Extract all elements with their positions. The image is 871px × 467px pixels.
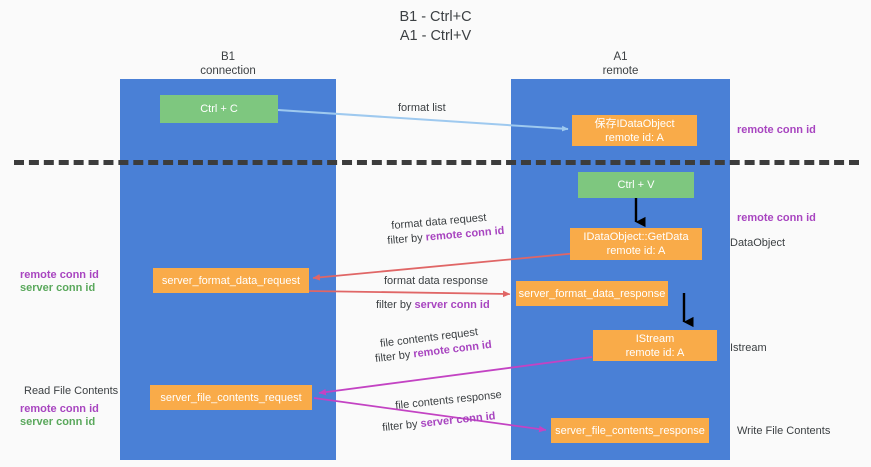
- side-label-istream: Istream: [730, 342, 767, 354]
- node-idataobject-getdata-line-2: remote id: A: [606, 245, 666, 257]
- node-idataobject-getdata-line-1: IDataObject::GetData: [583, 231, 689, 243]
- node-server-file-contents-response[interactable]: server_file_contents_response: [551, 418, 709, 443]
- node-ctrl-v-line-1: Ctrl + V: [617, 179, 655, 191]
- side-label-remote-conn-id-left-bottom: remote conn id: [20, 403, 99, 415]
- node-server-format-data-response[interactable]: server_format_data_response: [516, 281, 668, 306]
- node-ctrl-c-line-1: Ctrl + C: [200, 103, 238, 115]
- node-server-file-contents-response-label: server_file_contents_response: [555, 424, 705, 437]
- diagram-title-line-2: A1 - Ctrl+V: [399, 28, 472, 44]
- filter-by-text-4: filter by: [381, 418, 422, 435]
- side-label-write-file-contents: Write File Contents: [737, 425, 831, 437]
- side-label-server-conn-id-left-mid: server conn id: [20, 282, 96, 294]
- phase-divider: [14, 160, 859, 165]
- lane-header-a1-line-2: remote: [602, 65, 639, 77]
- filter-by-text-1: filter by: [386, 231, 427, 248]
- side-label-remote-conn-id-top: remote conn id: [737, 124, 816, 136]
- node-server-format-data-response-label: server_format_data_response: [518, 287, 666, 300]
- node-server-format-data-request-label: server_format_data_request: [161, 274, 301, 287]
- node-idataobject-getdata[interactable]: IDataObject::GetData remote id: A: [570, 228, 702, 260]
- server-conn-id-text-2: server conn id: [414, 299, 490, 311]
- arrow-format-data-response: [307, 290, 511, 298]
- edge-label-format-list: format list: [398, 102, 446, 114]
- node-save-idataobject-line-2: remote id: A: [605, 131, 664, 144]
- filter-by-text-2: filter by: [376, 299, 415, 311]
- node-istream-line-1: IStream: [635, 332, 675, 345]
- node-save-idataobject[interactable]: 保存IDataObject remote id: A: [572, 115, 697, 146]
- lane-header-b1-line-1: B1: [220, 51, 236, 63]
- side-label-remote-conn-id-left-mid: remote conn id: [20, 269, 99, 281]
- side-label-read-file-contents: Read File Contents: [24, 385, 119, 397]
- lane-header-b1-line-2: connection: [200, 65, 256, 77]
- server-conn-id-text-4: server conn id: [419, 410, 496, 430]
- node-save-idataobject-line-1: 保存IDataObject: [594, 117, 675, 130]
- node-server-file-contents-request-label: server_file_contents_request: [160, 391, 302, 404]
- side-label-remote-conn-id-mid: remote conn id: [737, 212, 816, 224]
- node-istream[interactable]: IStream remote id: A: [593, 330, 717, 361]
- node-server-file-contents-request[interactable]: server_file_contents_request: [150, 385, 312, 410]
- edge-label-format-data-response: format data response: [384, 275, 488, 287]
- lane-header-a1-line-1: A1: [613, 51, 628, 63]
- diagram-title-line-1: B1 - Ctrl+C: [399, 9, 472, 25]
- side-label-dataobject: DataObject: [730, 237, 786, 249]
- node-ctrl-c[interactable]: Ctrl + C: [160, 95, 278, 123]
- node-istream-line-2: remote id: A: [625, 346, 685, 359]
- edge-label-file-contents-response-filter: filter by server conn id: [382, 409, 497, 435]
- node-server-format-data-request[interactable]: server_format_data_request: [153, 268, 309, 293]
- edge-label-format-data-response-filter: filter by server conn id: [376, 298, 490, 312]
- node-ctrl-v[interactable]: Ctrl + V: [578, 172, 694, 198]
- side-label-server-conn-id-left-bottom: server conn id: [20, 416, 96, 428]
